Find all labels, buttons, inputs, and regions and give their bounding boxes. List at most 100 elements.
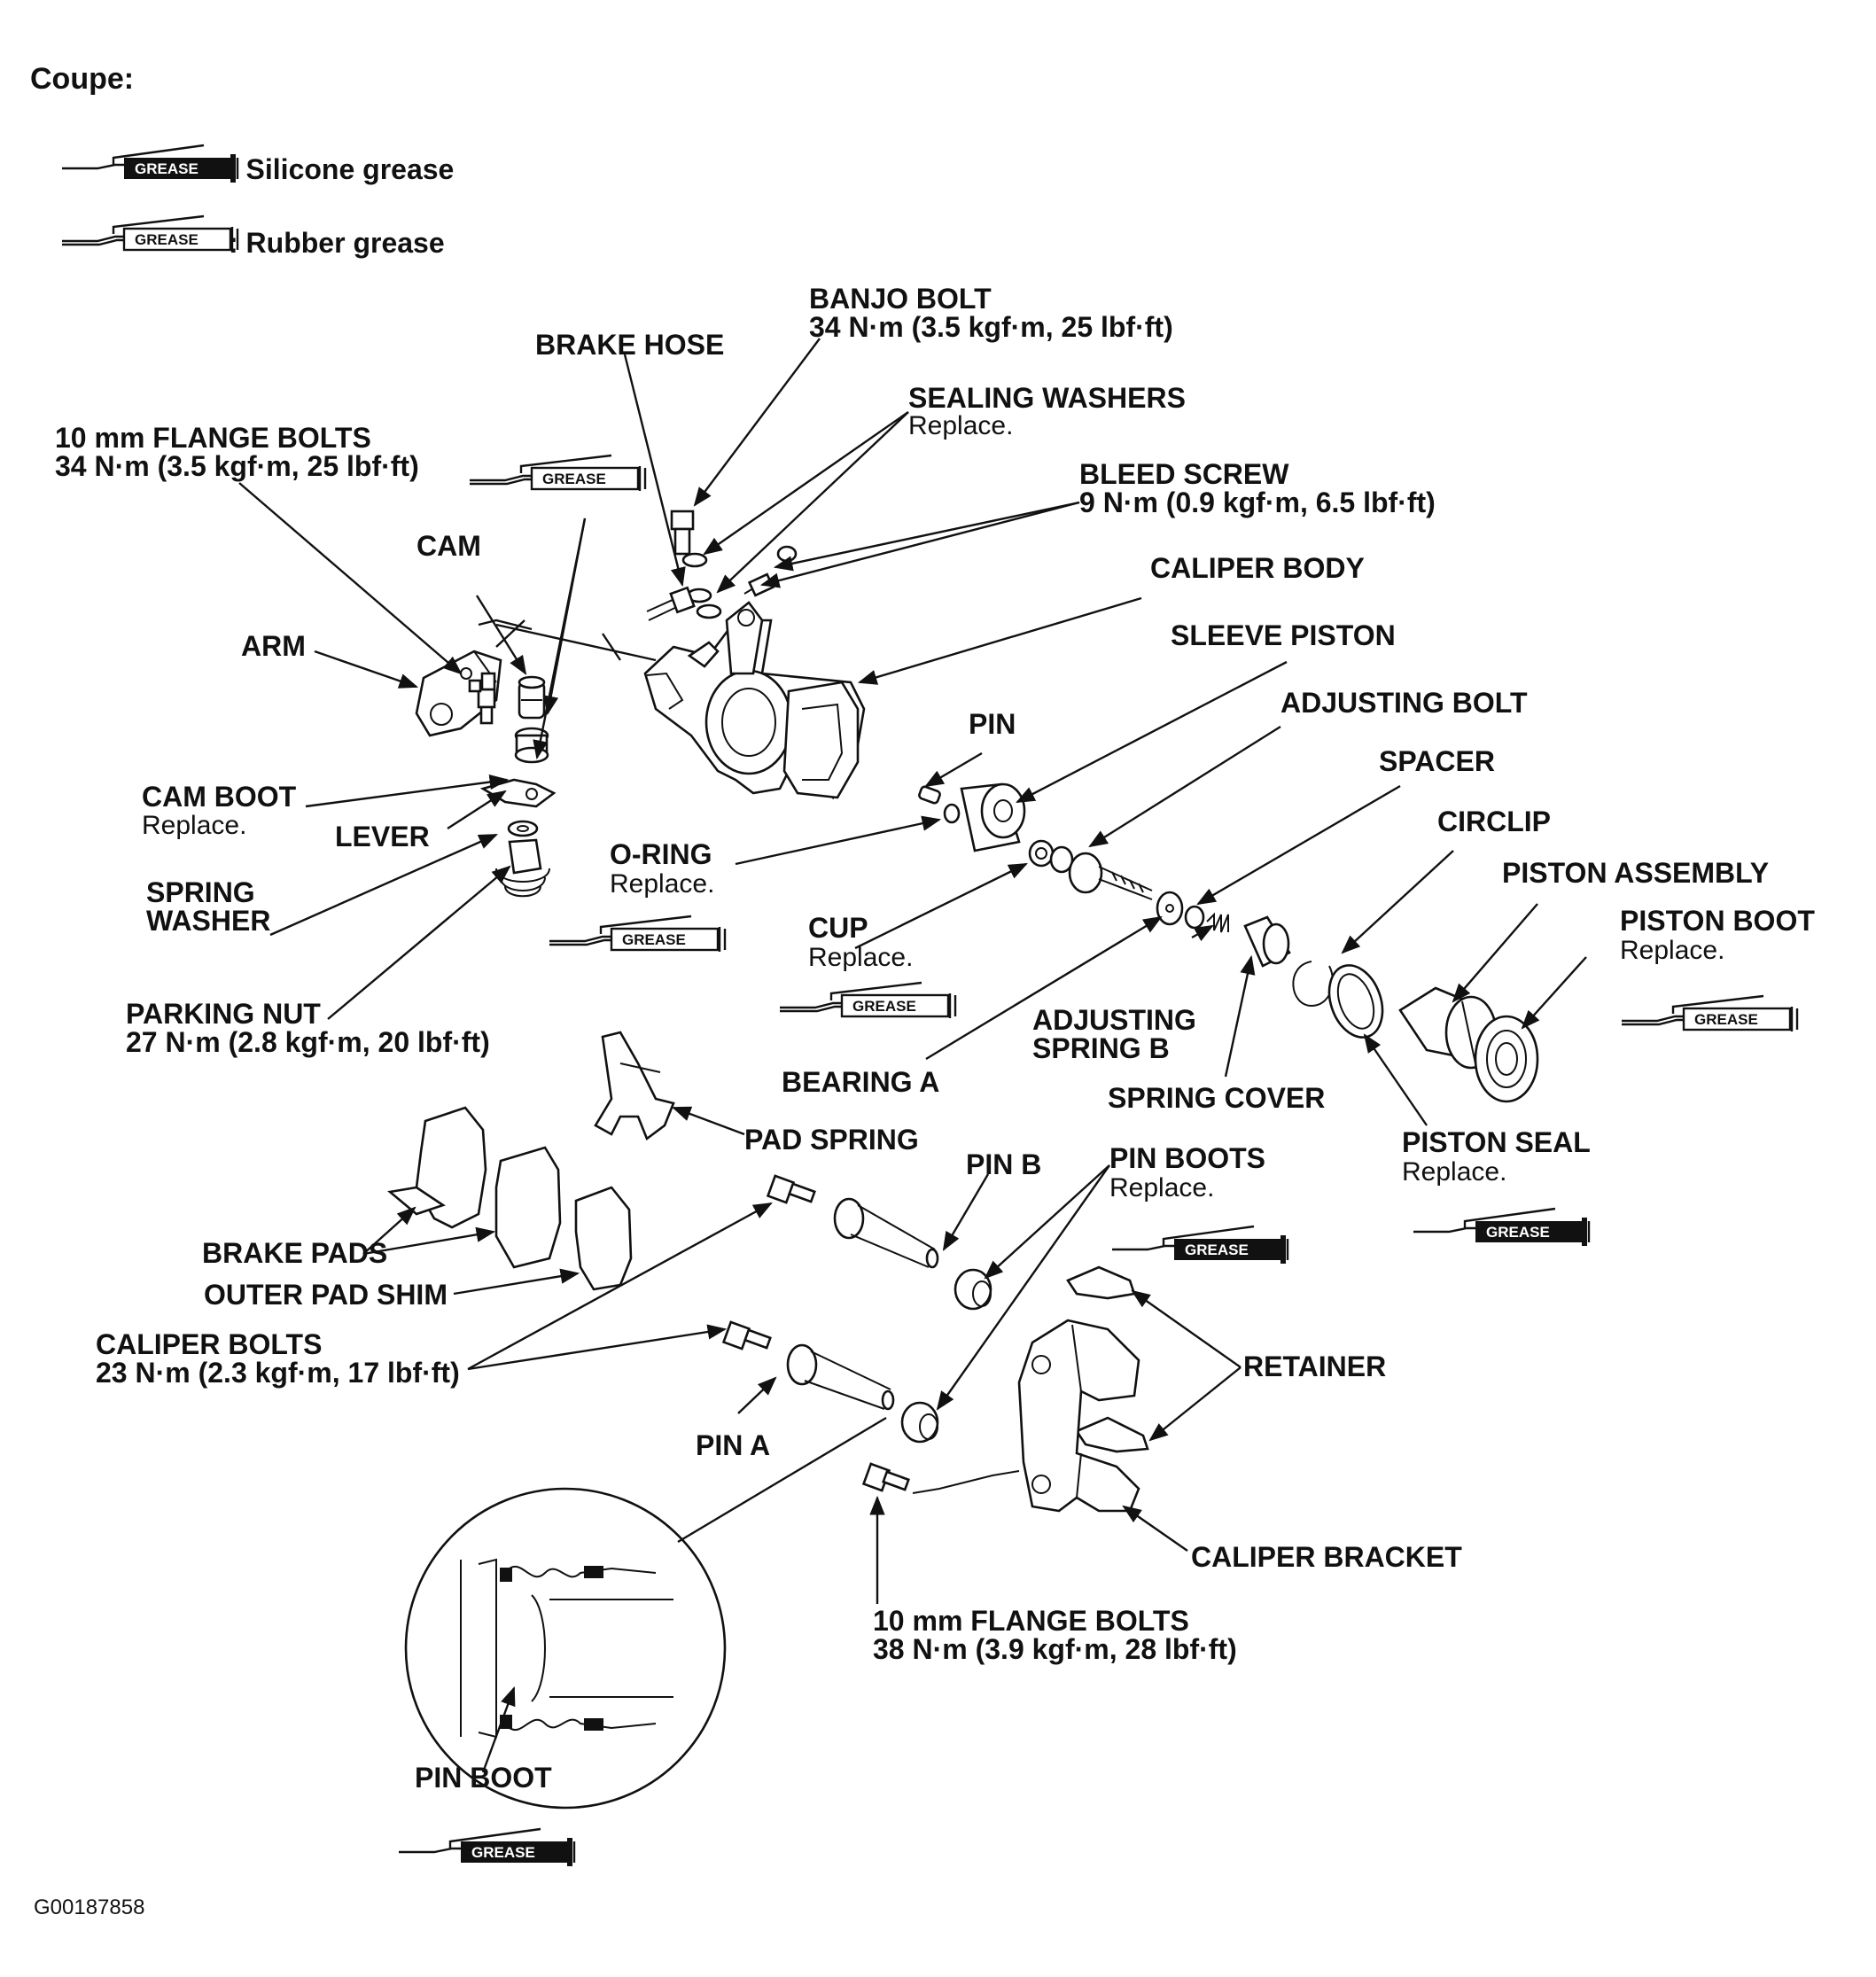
brake-pad-outer-drawing — [494, 1146, 562, 1269]
label-piston-seal: PISTON SEAL — [1402, 1126, 1591, 1158]
legend-silicone-label: : Silicone grease — [229, 153, 454, 185]
pin-a-drawing — [786, 1343, 895, 1411]
silicone-grease-icon: GREASE — [60, 144, 239, 184]
parking-nut-drawing — [495, 838, 550, 898]
spacer-drawing — [1184, 905, 1205, 930]
label-brake-hose: BRAKE HOSE — [535, 329, 724, 361]
bleed-screw-drawing — [743, 545, 798, 597]
label-pad-spring: PAD SPRING — [744, 1124, 919, 1156]
label-caliper-bolts-torque: 23 N·m (2.3 kgf·m, 17 lbf·ft) — [96, 1357, 460, 1389]
label-piston-boot-note: Replace. — [1620, 936, 1724, 965]
legend-rubber-label: : Rubber grease — [229, 227, 445, 259]
label-bleed-screw: BLEED SCREW — [1079, 458, 1289, 490]
pin-boot-b-drawing — [954, 1268, 992, 1311]
label-piston-boot: PISTON BOOT — [1620, 905, 1815, 937]
adjusting-bolt-drawing — [1049, 845, 1153, 900]
cup-drawing — [1028, 839, 1055, 868]
pin-boot-a-drawing — [900, 1401, 939, 1444]
label-flange-bolts-top-torque: 34 N·m (3.5 kgf·m, 25 lbf·ft) — [55, 450, 419, 482]
label-adjusting-spring-1: ADJUSTING — [1032, 1004, 1196, 1036]
leader-lines — [238, 338, 1587, 1773]
label-adjusting-spring-2: SPRING B — [1032, 1032, 1170, 1064]
label-flange-bolts-top: 10 mm FLANGE BOLTS — [55, 422, 371, 454]
label-cam-boot-note: Replace. — [142, 811, 246, 840]
silicone-grease-icon-piston-seal: GREASE — [1412, 1207, 1591, 1248]
label-retainer: RETAINER — [1243, 1350, 1386, 1382]
caliper-bolt-upper-drawing — [766, 1174, 816, 1204]
label-flange-bolts-bottom: 10 mm FLANGE BOLTS — [873, 1605, 1189, 1637]
grease-icon-text: GREASE — [135, 160, 198, 177]
rubber-grease-icon-cup: GREASE — [778, 981, 957, 1020]
label-sealing-washers-note: Replace. — [908, 411, 1013, 440]
label-parking-nut-torque: 27 N·m (2.8 kgf·m, 20 lbf·ft) — [126, 1026, 490, 1058]
label-caliper-bracket: CALIPER BRACKET — [1191, 1541, 1462, 1573]
label-o-ring-note: Replace. — [610, 869, 714, 899]
grease-legend: GREASE : Silicone grease GREASE : Rubber… — [60, 144, 454, 259]
pad-spring-drawing — [594, 1031, 675, 1141]
outer-pad-shim-drawing — [574, 1186, 633, 1291]
retainer-upper-drawing — [1066, 1265, 1136, 1300]
flange-bolt-lower-drawing — [861, 1462, 1020, 1494]
grease-icon-text: GREASE — [622, 931, 686, 948]
caliper-body-drawing — [643, 601, 866, 800]
grease-icon-text: GREASE — [1486, 1224, 1550, 1241]
adjusting-spring-b-drawing — [1206, 912, 1229, 933]
label-cup-note: Replace. — [808, 943, 913, 972]
grease-icon-text: GREASE — [1185, 1241, 1249, 1258]
bearing-a-drawing — [1156, 891, 1184, 926]
label-pin-boot: PIN BOOT — [415, 1762, 552, 1794]
silicone-grease-icon-pin-boots: GREASE — [1110, 1225, 1289, 1265]
label-o-ring: O-RING — [610, 838, 712, 870]
retainer-lower-drawing — [1075, 1416, 1149, 1453]
label-banjo-bolt-torque: 34 N·m (3.5 kgf·m, 25 lbf·ft) — [809, 311, 1173, 343]
caliper-bracket-drawing — [1017, 1319, 1140, 1513]
lever-drawing — [479, 778, 557, 808]
label-bearing-a: BEARING A — [782, 1066, 939, 1098]
brake-pad-inner-drawing — [386, 1106, 487, 1229]
label-brake-pads: BRAKE PADS — [202, 1237, 387, 1269]
grease-icon-text: GREASE — [1694, 1011, 1758, 1028]
o-ring-drawing — [943, 803, 961, 824]
grease-icon-text: GREASE — [542, 471, 606, 487]
label-sealing-washers: SEALING WASHERS — [908, 382, 1186, 414]
piston-boot-drawing — [1474, 1015, 1539, 1103]
label-parking-nut: PARKING NUT — [126, 998, 321, 1030]
label-pin-boots: PIN BOOTS — [1109, 1142, 1265, 1174]
label-pin: PIN — [969, 708, 1016, 740]
sleeve-piston-drawing — [960, 782, 1026, 852]
grease-icon-text: GREASE — [471, 1844, 535, 1861]
label-flange-bolts-bottom-torque: 38 N·m (3.9 kgf·m, 28 lbf·ft) — [873, 1633, 1237, 1665]
rubber-grease-icon-cam: GREASE — [468, 454, 647, 493]
rubber-grease-icon-o-ring: GREASE — [548, 915, 727, 953]
figure-id: G00187858 — [34, 1895, 144, 1919]
pin-b-drawing — [833, 1197, 939, 1269]
label-outer-pad-shim: OUTER PAD SHIM — [204, 1279, 448, 1311]
flange-bolt-small-drawing — [468, 672, 496, 725]
label-lever: LEVER — [335, 821, 430, 852]
label-pin-a: PIN A — [696, 1429, 770, 1461]
rubber-grease-icon-piston-boot: GREASE — [1620, 994, 1799, 1033]
spring-washer-drawing — [507, 820, 539, 837]
label-banjo-bolt: BANJO BOLT — [809, 283, 992, 315]
pin-drawing — [918, 785, 941, 805]
label-arm: ARM — [241, 630, 306, 662]
silicone-grease-icon-pin-boot: GREASE — [397, 1827, 576, 1868]
sealing-washers-drawing — [681, 552, 722, 619]
label-cam-boot: CAM BOOT — [142, 781, 297, 813]
caliper-bolt-lower-drawing — [721, 1320, 772, 1350]
labels: BANJO BOLT 34 N·m (3.5 kgf·m, 25 lbf·ft)… — [34, 283, 1815, 1919]
label-spring-washer-1: SPRING — [146, 876, 255, 908]
label-pin-boots-note: Replace. — [1109, 1173, 1214, 1203]
grease-icon-text: GREASE — [852, 998, 916, 1015]
piston-seal-drawing — [1327, 964, 1384, 1039]
pin-boot-detail-drawing — [404, 1416, 887, 1810]
label-pin-b: PIN B — [966, 1148, 1041, 1180]
label-caliper-body: CALIPER BODY — [1150, 552, 1365, 584]
brake-hose-drawing — [646, 586, 696, 621]
arm-drawing — [415, 650, 502, 737]
circlip-drawing — [1292, 961, 1334, 1008]
banjo-bolt-drawing — [670, 510, 695, 556]
page-title: Coupe: — [30, 62, 134, 96]
label-cup: CUP — [808, 912, 868, 944]
